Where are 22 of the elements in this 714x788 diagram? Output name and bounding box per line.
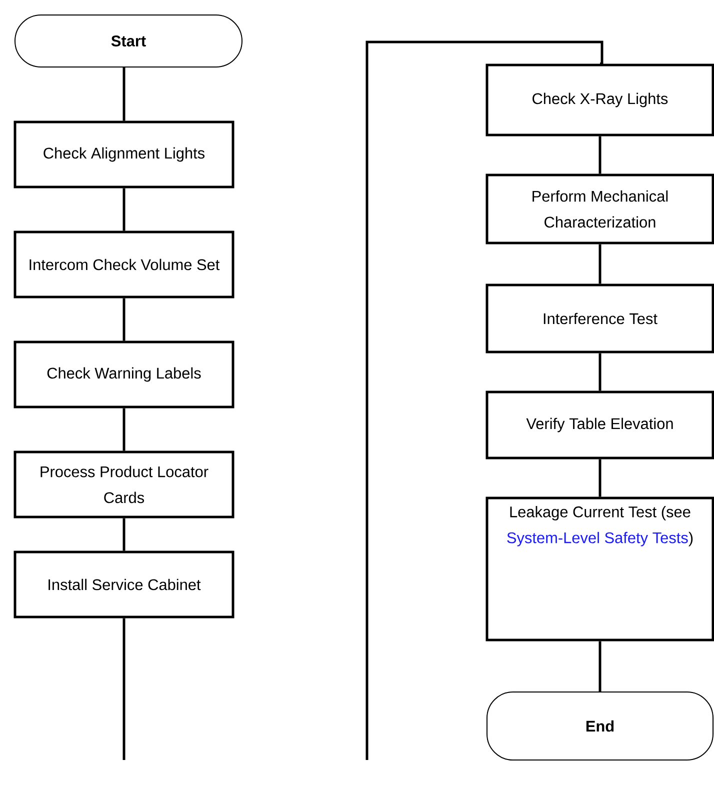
connector-line (598, 641, 602, 692)
process-box: Perform Mechanical Characterization (486, 174, 714, 244)
process-box: Verify Table Elevation (486, 390, 714, 460)
process-box: Leakage Current Test (see System-Level Safety Tests) (486, 496, 714, 642)
connector-line (122, 408, 126, 451)
process-box: Install Service Cabinet (14, 550, 234, 618)
connector-line (598, 244, 602, 284)
connector-line (122, 298, 126, 341)
connector-line (122, 518, 126, 551)
connector-line (366, 40, 604, 760)
connector-line (122, 188, 126, 231)
connector-line (122, 618, 126, 760)
process-box: Check Alignment Lights (14, 120, 234, 188)
process-box: Check Warning Labels (14, 340, 234, 408)
connector-line (598, 459, 602, 497)
process-box: Interference Test (486, 284, 714, 354)
connector-line (598, 136, 602, 174)
process-box: Intercom Check Volume Set (14, 230, 234, 298)
process-box: Check X-Ray Lights (486, 64, 714, 136)
connector-line (598, 353, 602, 391)
connector-line (122, 68, 126, 121)
process-box: Process Product Locator Cards (14, 450, 234, 518)
